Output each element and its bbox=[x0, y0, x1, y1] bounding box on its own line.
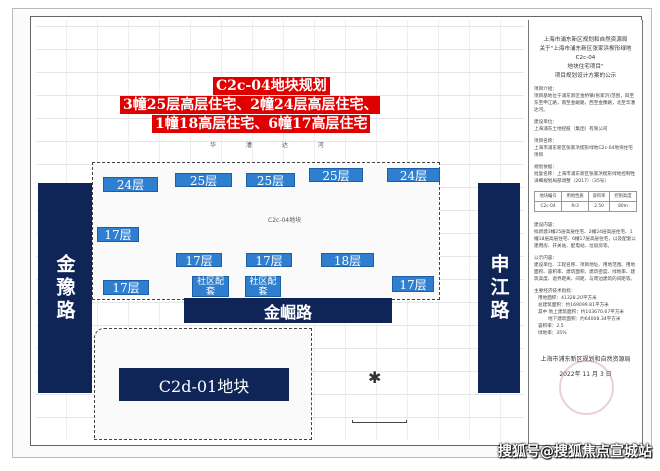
indicator: 容积率：2.5 bbox=[538, 324, 564, 329]
intro-text: 项目基地位于浦东新区金桥镇(张家浜)范围，四至东至申江路，南至金崛路，西至金豫路… bbox=[534, 94, 636, 113]
building-label: 17层 bbox=[246, 253, 292, 268]
table-row: C2c-04 Rr3 2.50 80m bbox=[533, 201, 638, 212]
notice-header-2: 关于"上海市浦东新区张家浜楔形绿地C2c-04 bbox=[539, 46, 632, 61]
road-label-shenjiang: 申江路 bbox=[478, 183, 520, 393]
building-label: 17层 bbox=[103, 280, 149, 295]
basis-text: 批复名称：上海市浦东新区张家浜楔形绿地控制性详细规划局部调整（2017）（35号… bbox=[534, 172, 636, 184]
notice-header-4: 项目规划设计方案的公示 bbox=[554, 73, 617, 79]
building-label: 17层 bbox=[176, 253, 222, 268]
building-label: 25层 bbox=[309, 168, 363, 183]
indicator: 绿地率：35% bbox=[538, 331, 567, 336]
indicator: 地下建筑面积：约64008.34平方米 bbox=[548, 317, 621, 322]
road-label-jinyu: 金豫路 bbox=[38, 183, 92, 393]
road-label-jinjue: 金崛路 bbox=[184, 298, 392, 323]
public-notice-panel: 上海市浦东新区规划和自然资源局 关于"上海市浦东新区张家浜楔形绿地C2c-04 … bbox=[528, 20, 643, 444]
indicators-label: 主要经济技术指标： bbox=[534, 289, 576, 294]
official-seal bbox=[559, 360, 614, 415]
table-cell: 80m bbox=[608, 201, 638, 212]
table-header: 用地性质 bbox=[561, 191, 590, 202]
river-label: 华 漕 达 河 bbox=[210, 142, 338, 149]
building-label: 24层 bbox=[103, 177, 158, 192]
publicity-label: 公示内容： bbox=[534, 256, 557, 261]
table-cell: 2.50 bbox=[588, 201, 610, 212]
parcel-label-c2d01: C2d-01地块 bbox=[119, 368, 289, 401]
builder-text: 上海浦东土地控股（集团）有限公司 bbox=[534, 127, 608, 132]
indicator: 用地面积：41328.20平方米 bbox=[538, 296, 597, 301]
content-label: 建设内容： bbox=[534, 223, 557, 228]
content-text: 拟新建3幢25层高层住宅、2幢24层高层住宅、1幢18层高层住宅、6幢17层高层… bbox=[534, 230, 636, 249]
indicator: 其中 地上建筑面积：约103670.67平方米 bbox=[538, 310, 625, 315]
project-text: 上海市浦东新区张家浜楔形绿地C2c-04地块住宅项目 bbox=[534, 146, 633, 158]
parcel-table: 地块编号 用地性质 容积率 控制高度 C2c-04 Rr3 2.50 80m bbox=[533, 191, 638, 212]
building-label: 17层 bbox=[392, 276, 434, 292]
community-facility-label: 社区配套 bbox=[192, 276, 229, 297]
notice-header-3: 地块住宅项目" bbox=[567, 64, 604, 70]
table-cell: C2c-04 bbox=[533, 201, 563, 212]
building-label: 17层 bbox=[97, 227, 139, 242]
intro-label: 项目介绍： bbox=[534, 87, 557, 92]
watermark: 搜狐号@搜狐焦点宣城站 bbox=[498, 444, 652, 460]
table-cell: Rr3 bbox=[561, 201, 590, 212]
builder-label: 建设单位： bbox=[534, 120, 557, 125]
notice-header-1: 上海市浦东新区规划和自然资源局 bbox=[543, 37, 628, 43]
building-label: 25层 bbox=[175, 173, 232, 188]
publicity-text: 建设单位、工程名称、项目地址、用地范围、用地面积、容积率、建筑面积、建筑密度、绿… bbox=[534, 263, 636, 282]
basis-label: 规划依据： bbox=[534, 165, 557, 170]
plan-title: C2c-04地块规划 bbox=[213, 77, 330, 95]
table-header: 容积率 bbox=[588, 191, 610, 202]
table-header: 控制高度 bbox=[608, 191, 638, 202]
community-facility-label: 社区配套 bbox=[245, 276, 281, 297]
table-header-row: 地块编号 用地性质 容积率 控制高度 bbox=[533, 191, 638, 202]
c2c04-label: C2c-04地块 bbox=[268, 217, 302, 224]
issuer: 上海市浦东新区规划和自然资源局 bbox=[540, 356, 631, 363]
scale-bar bbox=[352, 420, 407, 423]
indicator: 总建筑面积：约169099.81平方米 bbox=[538, 303, 609, 308]
table-header: 地块编号 bbox=[533, 191, 563, 202]
building-label: 24层 bbox=[387, 168, 440, 183]
plan-subtitle-2: 1幢18高层住宅、6幢17高层住宅 bbox=[152, 115, 371, 133]
plan-subtitle-1: 3幢25层高层住宅、2幢24层高层住宅、 bbox=[120, 96, 381, 114]
building-label: 25层 bbox=[246, 173, 295, 188]
building-label: 18层 bbox=[321, 253, 374, 268]
north-arrow-icon: ✱ bbox=[368, 368, 382, 387]
project-label: 项目名称： bbox=[534, 139, 557, 144]
